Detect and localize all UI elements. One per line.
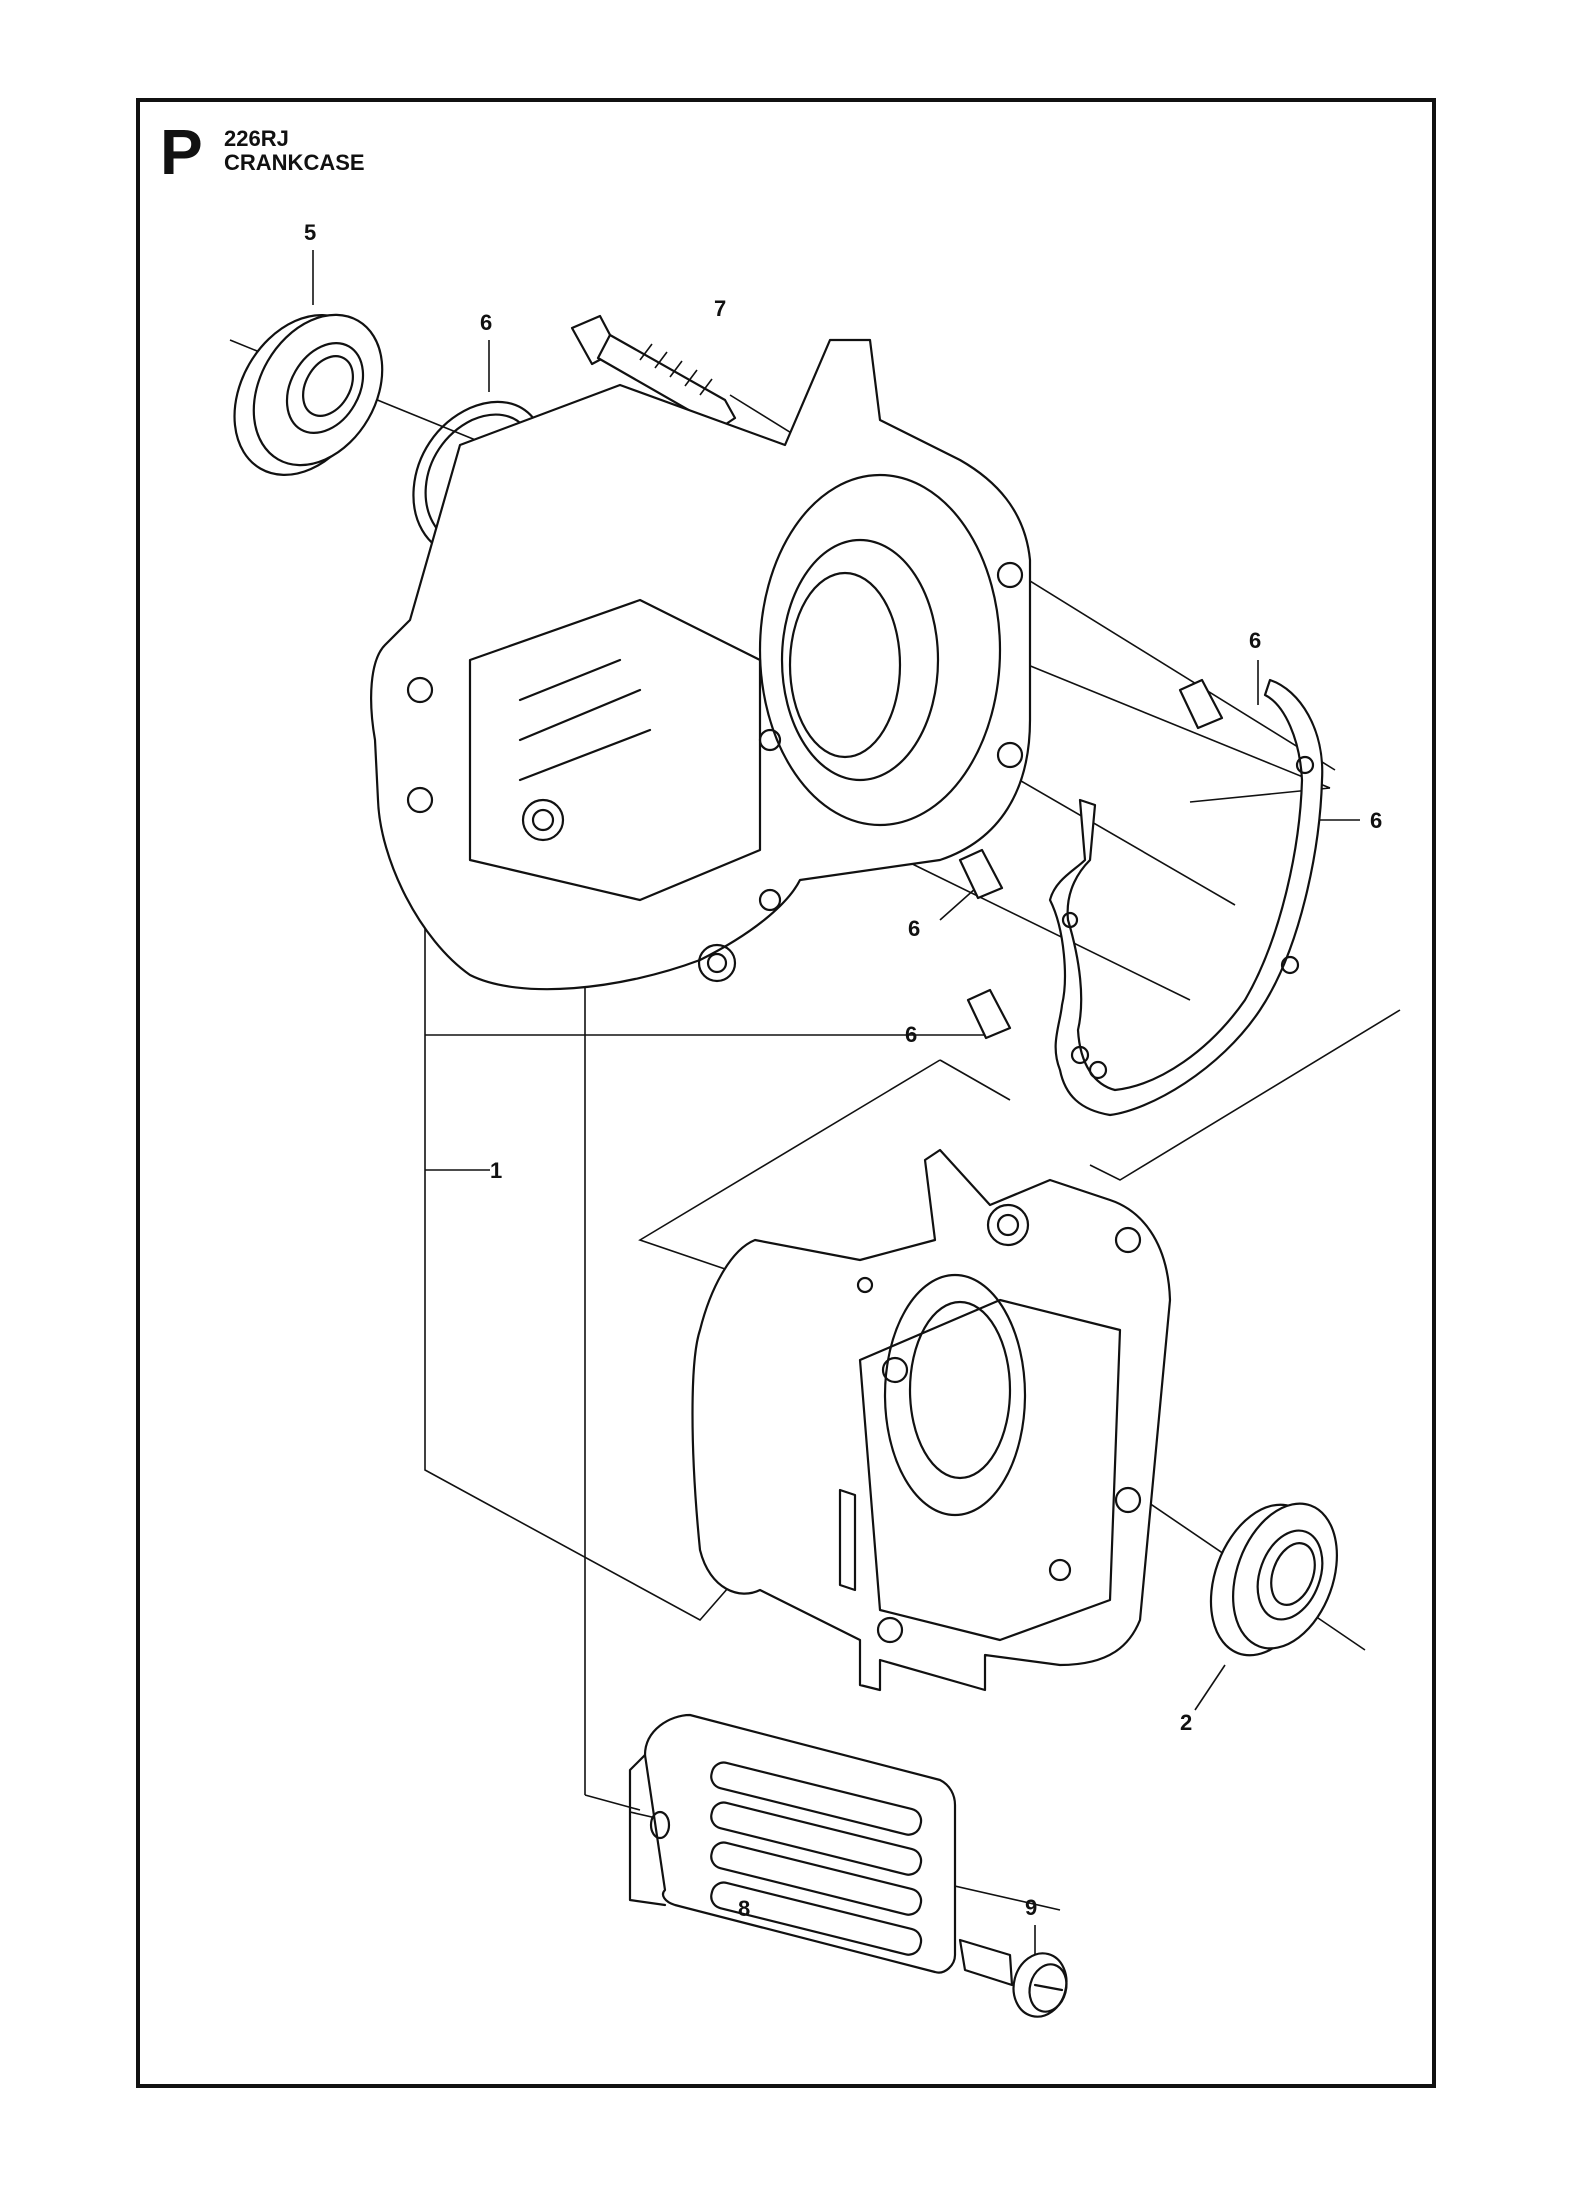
guide-sleeves-6 xyxy=(958,678,1224,1040)
callout-1: 1 xyxy=(490,1158,503,1183)
seal-ring-2 xyxy=(1209,1502,1338,1657)
callout-2: 2 xyxy=(1180,1710,1193,1735)
gasket-5 xyxy=(1048,678,1324,1117)
crankcase-upper-half xyxy=(370,338,1032,991)
page-frame xyxy=(136,98,1436,2088)
screw-7 xyxy=(570,314,737,430)
callout-8: 8 xyxy=(738,1896,751,1921)
callout-3: 5 xyxy=(304,220,317,245)
callout-7: 7 xyxy=(714,296,727,321)
callout-4: 6 xyxy=(480,310,493,335)
callout-9: 9 xyxy=(1025,1895,1038,1920)
section-letter: P xyxy=(160,116,203,188)
callout-5: 6 xyxy=(1370,808,1383,833)
seal-ring-3 xyxy=(233,313,384,476)
crankcase-lower-half xyxy=(691,1148,1172,1692)
callout-6-upper: 6 xyxy=(1249,628,1262,653)
model-number: 226RJ xyxy=(224,126,289,151)
screw-9 xyxy=(958,1938,1068,2018)
plate-8 xyxy=(628,1713,957,1974)
page-title: CRANKCASE xyxy=(224,150,365,175)
callout-6-middle: 6 xyxy=(908,916,921,941)
callout-6-lower: 6 xyxy=(905,1022,918,1047)
